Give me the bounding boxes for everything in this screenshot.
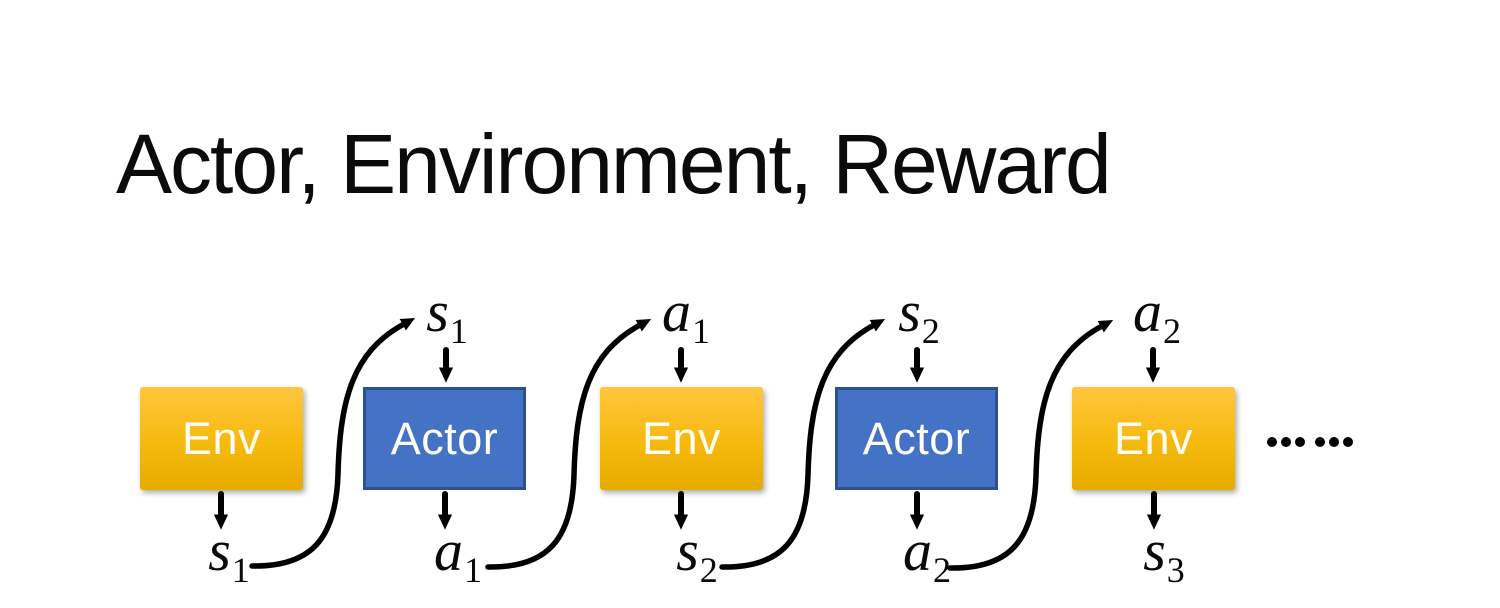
label-s1-bottom-sub: 1 (231, 550, 250, 590)
ellipsis-dot (1343, 437, 1353, 447)
env-box-3-label: Env (1113, 413, 1194, 464)
label-s2-bottom-sub: 2 (699, 550, 718, 590)
actor-box-2: Actor (835, 387, 998, 490)
label-s2-bottom: s2 (676, 522, 718, 590)
label-a2-bottom-base: a (903, 518, 932, 583)
ellipsis-dot (1267, 437, 1277, 447)
label-s2-top: s2 (898, 283, 940, 351)
label-s2-bottom-base: s (676, 518, 699, 583)
label-s3-bottom: s3 (1143, 522, 1185, 590)
env-box-2: Env (600, 387, 763, 490)
label-a2-bottom: a2 (903, 522, 951, 590)
env-box-3: Env (1072, 387, 1235, 490)
env-box-1: Env (140, 387, 303, 490)
label-s2-top-base: s (898, 279, 921, 344)
label-s3-bottom-sub: 3 (1166, 550, 1185, 590)
label-s1-top: s1 (426, 283, 468, 351)
label-a1-bottom: a1 (434, 522, 482, 590)
label-a2-top-base: a (1133, 279, 1162, 344)
ellipsis-dot (1329, 437, 1339, 447)
label-s1-top-sub: 1 (449, 311, 468, 351)
ellipsis-dot (1281, 437, 1291, 447)
label-s3-bottom-base: s (1143, 518, 1166, 583)
label-a2-bottom-sub: 2 (933, 550, 951, 590)
ellipsis (1267, 437, 1357, 447)
label-s1-bottom: s1 (208, 522, 250, 590)
actor-box-2-label: Actor (862, 413, 971, 464)
label-a2-top-sub: 2 (1163, 311, 1181, 351)
ellipsis-dot (1315, 437, 1325, 447)
slide-title: Actor, Environment, Reward (116, 117, 1112, 211)
label-a2-top: a2 (1133, 283, 1181, 351)
label-a1-top: a1 (662, 283, 710, 351)
label-s1-bottom-base: s (208, 518, 231, 583)
actor-box-1-label: Actor (390, 413, 499, 464)
label-s2-top-sub: 2 (921, 311, 940, 351)
label-a1-bottom-sub: 1 (464, 550, 482, 590)
label-a1-top-sub: 1 (692, 311, 710, 351)
label-a1-bottom-base: a (434, 518, 463, 583)
env-box-2-label: Env (641, 413, 722, 464)
env-box-1-label: Env (181, 413, 262, 464)
actor-box-1: Actor (363, 387, 526, 490)
ellipsis-dot (1295, 437, 1305, 447)
label-s1-top-base: s (426, 279, 449, 344)
label-a1-top-base: a (662, 279, 691, 344)
